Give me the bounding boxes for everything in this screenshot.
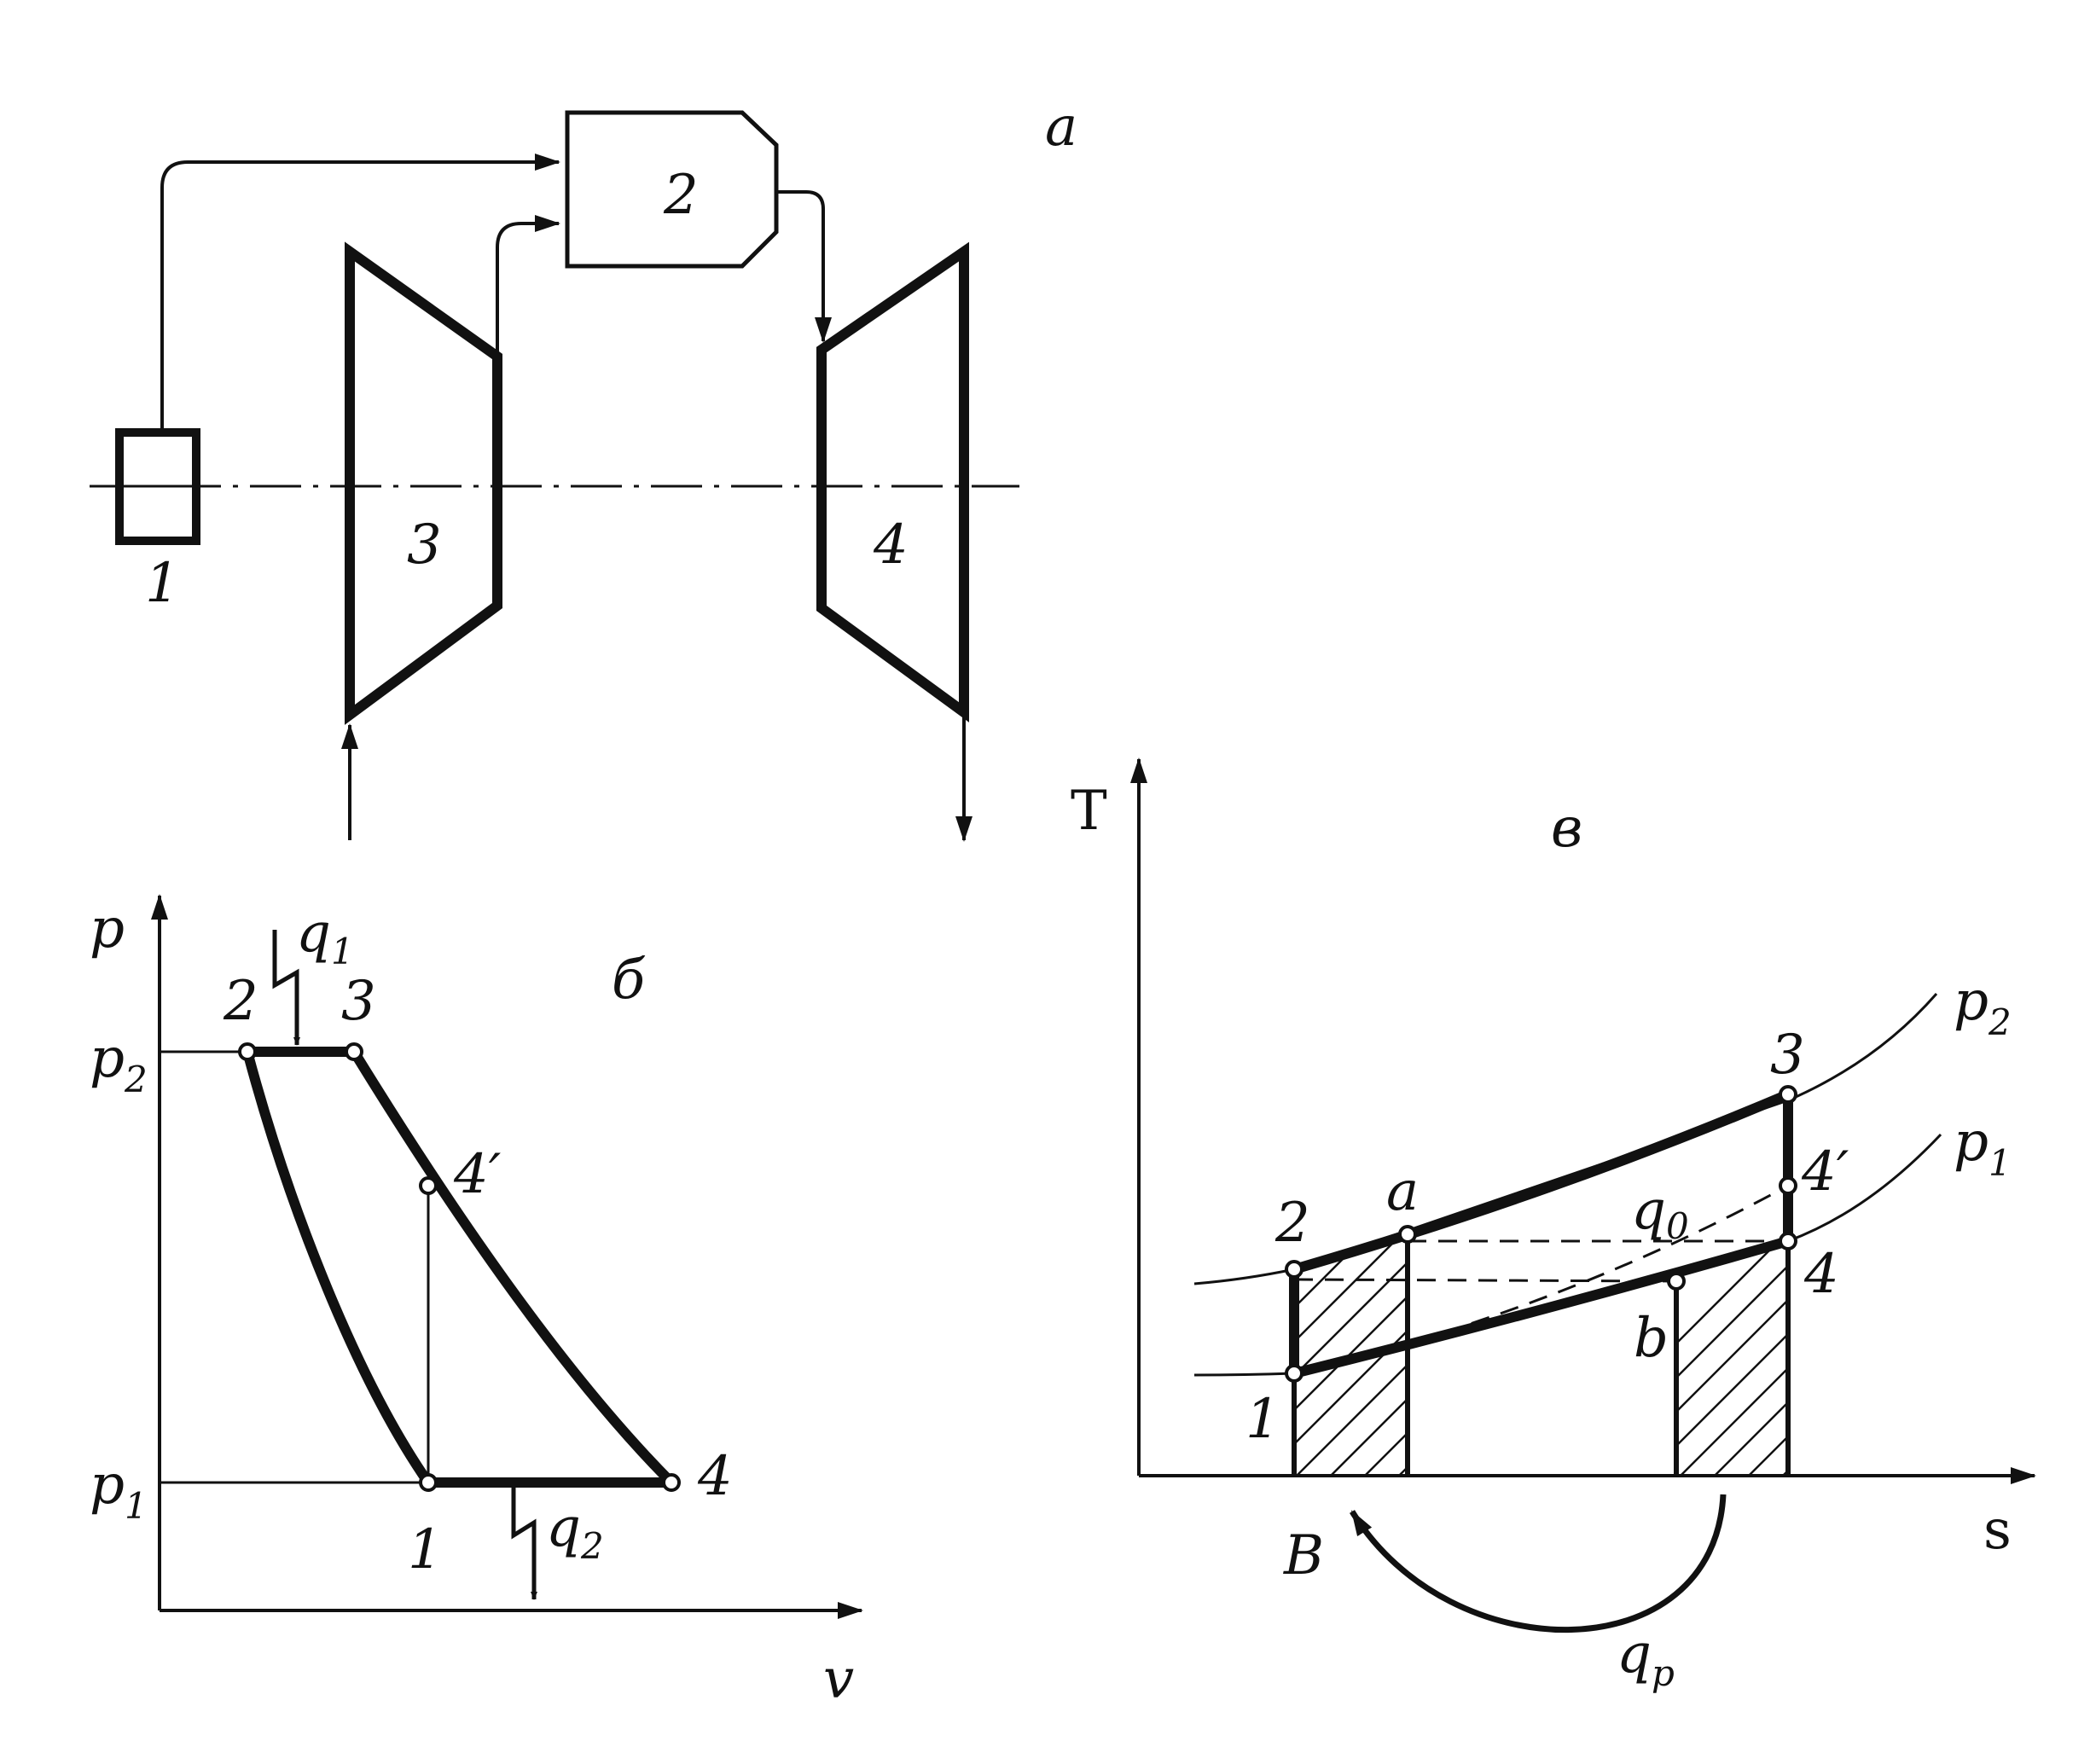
q1-subscript: 1 [331, 931, 354, 972]
qp-label: qp [1617, 1622, 1675, 1694]
panel-c-ts-diagram: в T s p2 p1 2 a 3 4′ 4 b 1 q0 qp B [1071, 757, 2036, 1694]
q0-subscript: 0 [1666, 1205, 1689, 1247]
q1-base: q [296, 902, 331, 965]
point-2-marker [238, 1042, 257, 1061]
ts-point-1-label: 1 [1245, 1388, 1280, 1451]
isobar-p1-subscript: 1 [1989, 1142, 2012, 1184]
panel-b-pv-diagram: б p v p2 p1 q1 q2 2 3 4′ 1 4 [90, 894, 863, 1711]
panel-b-letter: б [612, 949, 646, 1012]
ts-point-4prime-label: 4′ [1801, 1140, 1849, 1204]
heat-rejection-4-1-curve [1292, 1236, 1790, 1378]
p1-base: p [90, 1454, 125, 1517]
q0-label: q0 [1631, 1179, 1689, 1247]
point-3-marker [345, 1042, 363, 1061]
expansion-curve-3-4 [349, 1048, 676, 1487]
ts-point-2-label: 2 [1274, 1192, 1310, 1255]
t-axis-label: T [1071, 780, 1107, 843]
ts-point-b-marker [1667, 1272, 1686, 1291]
point-4-marker [662, 1473, 681, 1492]
p-axis-label: p [90, 897, 125, 960]
panel-c-letter: в [1551, 797, 1582, 860]
q0-base: q [1631, 1179, 1666, 1242]
q2-subscript: 2 [580, 1525, 604, 1567]
point-4-label: 4 [697, 1445, 733, 1508]
qp-subscript: p [1652, 1652, 1675, 1694]
point-4prime-label: 4′ [453, 1143, 502, 1206]
dashed-line-2-b [1293, 1278, 1677, 1283]
ts-point-3-marker [1779, 1085, 1797, 1104]
ts-point-2-marker [1285, 1260, 1303, 1279]
panel-a-plant-scheme: a 1 2 3 4 [90, 96, 1077, 842]
ts-point-b-label: b [1634, 1307, 1669, 1370]
p2-label: p2 [90, 1027, 148, 1100]
q1-heat-in-arrow [272, 930, 300, 1046]
ts-point-a-label: a [1386, 1160, 1419, 1223]
q2-label: q2 [546, 1496, 604, 1567]
ts-point-1-marker [1285, 1364, 1303, 1383]
q2-base: q [546, 1496, 581, 1559]
isobar-p2-base: p [1954, 970, 1989, 1033]
component-1-label: 1 [145, 552, 180, 615]
point-1-label: 1 [408, 1518, 443, 1581]
ts-point-4-marker [1779, 1232, 1797, 1250]
q2-heat-out-arrow [511, 1486, 537, 1600]
component-2-label: 2 [663, 164, 699, 227]
ts-point-a-marker [1398, 1225, 1417, 1244]
p2-subscript: 2 [124, 1059, 148, 1100]
hot-gas-line [776, 190, 832, 343]
point-4prime-marker [419, 1176, 438, 1195]
point-1-marker [419, 1473, 438, 1492]
isobar-p2-label: p2 [1954, 970, 2012, 1043]
ts-point-4prime-marker [1779, 1176, 1797, 1195]
turbine-shape [816, 241, 969, 722]
point-2-label: 2 [223, 970, 258, 1033]
component-4-label: 4 [873, 514, 909, 577]
s-axis-label: s [1983, 1499, 2012, 1562]
panel-a-letter: a [1045, 96, 1077, 159]
regeneration-arrow [1350, 1494, 1727, 1633]
ts-point-4-label: 4 [1803, 1243, 1839, 1306]
component-3-label: 3 [407, 514, 442, 577]
q1-label: q1 [296, 902, 354, 972]
v-axis-label: v [823, 1648, 854, 1711]
combustion-chamber-shape [565, 110, 779, 269]
isobar-p2-subscript: 2 [1988, 1001, 2012, 1043]
ts-point-3-label: 3 [1770, 1024, 1805, 1087]
fuel-supply-line [160, 154, 560, 432]
regeneration-b-label: B [1283, 1524, 1324, 1587]
compression-curve-1-2 [242, 1050, 433, 1486]
qp-base: q [1617, 1622, 1652, 1686]
isobar-p1-base: p [1954, 1111, 1989, 1174]
isobar-p1-label: p1 [1954, 1111, 2012, 1184]
heat-addition-2-3-curve [1292, 1089, 1791, 1274]
p1-subscript: 1 [125, 1485, 148, 1527]
p1-label: p1 [90, 1454, 148, 1527]
hatch-area-right [1676, 1241, 1788, 1476]
point-3-label: 3 [341, 970, 376, 1033]
compressor-shape [345, 241, 502, 725]
p2-base: p [90, 1027, 125, 1090]
compressed-air-line [496, 215, 560, 357]
